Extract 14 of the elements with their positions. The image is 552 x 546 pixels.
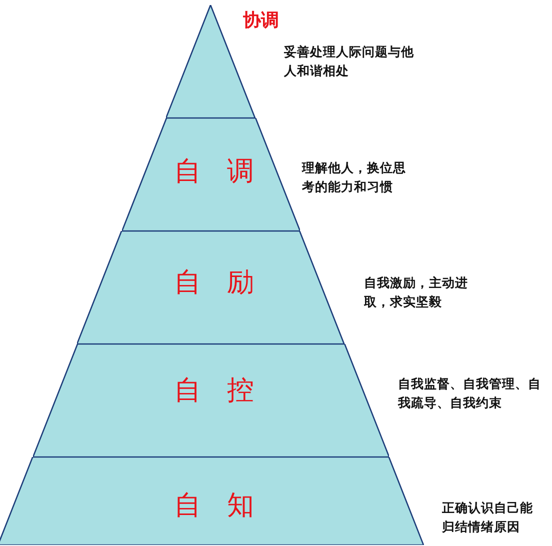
tier-heading: 自励 [174,266,280,300]
pyramid-tier [32,344,390,457]
description-text: 正确认识自己能归结情绪原因 [442,499,534,536]
pyramid-tier [0,457,424,545]
description-text: 自我监督、自我管理、自我疏导、自我约束 [398,375,542,412]
description-text: 妥善处理人际问题与他人和谐相处 [284,43,415,80]
tier-heading: 协调 [242,9,279,32]
description-text: 自我激励，主动进取，求实坚毅 [364,274,469,311]
description-text: 理解他人，换位思考的能力和习惯 [302,159,407,196]
tier-heading: 自知 [174,489,280,523]
pyramid-tier [77,231,345,344]
tier-heading: 自控 [174,374,280,408]
pyramid-tier [122,118,300,231]
tier-heading: 自调 [174,155,280,189]
